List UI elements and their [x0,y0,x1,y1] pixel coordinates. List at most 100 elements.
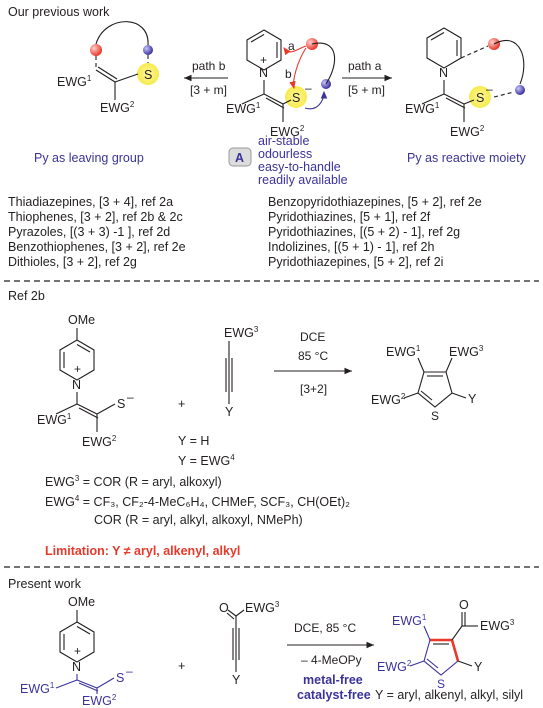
ewg3-thio: EWG3 [449,344,484,359]
path-b-marker: b [285,67,292,81]
pyridinium-ylide-structure: N + S – EWG1 EWG2 a b [226,29,336,139]
left-product-structure: EWG1 S EWG2 [57,21,159,115]
limitation-text: Limitation: Y ≠ aryl, alkenyl, alkyl [45,544,240,558]
right-list: Benzopyridothiazepines, [5 + 2], ref 2e … [268,195,482,269]
ewg3-ref: EWG3 [224,325,259,340]
present-cond-1: DCE, 85 °C [294,621,356,635]
ewg1-product: EWG1 [392,613,427,628]
path-a-marker: a [288,39,295,53]
y-product: Y [474,660,483,674]
reagent-prop-2: odourless [258,147,312,161]
ref2b-cond-2: 85 °C [298,349,328,363]
ewg1-right: EWG1 [405,101,440,116]
ewg2-ref: EWG2 [82,434,117,449]
ref2b-thiophene: EWG1 EWG3 EWG2 Y S [371,344,484,423]
left-caption: Py as leaving group [34,151,144,165]
present-scope: Y = aryl, alkenyl, alkyl, silyl [375,688,523,702]
present-feature-1: metal-free [303,673,363,687]
ome-label-present: OMe [68,595,95,609]
left-list: Thiadiazepines, [3 + 4], ref 2a Thiophen… [8,195,186,269]
section-title-present: Present work [8,577,82,591]
list-item: Benzopyridothiazepines, [5 + 2], ref 2e [268,195,482,209]
ref2b-cond-1: DCE [300,330,325,344]
ewg3-product: EWG3 [480,618,515,633]
list-item: Thiadiazepines, [3 + 4], ref 2a [8,195,173,209]
section-title-previous: Our previous work [8,5,110,19]
present-thiophene: O EWG3 EWG1 EWG2 Y S [377,598,515,691]
ref2b-ylide: OMe N + S – EWG1 EWG2 [37,313,134,449]
plus-sign-ref: + [178,397,185,411]
ewg1-ref: EWG1 [37,412,72,427]
sulfur-highlight-center [285,86,307,108]
oxygen-present: O [219,601,229,615]
positive-charge-present: + [74,644,81,658]
sulfur-atom-center: S [292,91,300,105]
path-a-condition: [5 + m] [348,83,385,97]
ewg1-present: EWG1 [20,681,55,696]
reagent-prop-3: easy-to-handle [258,160,341,174]
y-equals-ewg4: Y = EWG4 [178,453,235,468]
list-item: Pyridothiazines, [(5 + 2) - 1], ref 2g [268,225,460,239]
list-item: Pyrazoles, [(3 + 3) -1 ], ref 2d [8,225,170,239]
ewg4-definition-line2: COR (R = aryl, alkyl, alkoxyl, NMePh) [94,513,303,527]
ewg3-present: EWG3 [245,600,280,615]
ref2b-alkyne: EWG3 Y [224,325,259,419]
nitrogen-atom-right: N [439,66,448,80]
y-present: Y [232,673,241,687]
ref2b-cond-3: [3+2] [300,382,327,396]
sulfur-thio: S [431,409,439,423]
y-thio: Y [468,392,477,406]
sulfur-product: S [437,677,445,691]
reagent-prop-1: air-stable [258,134,309,148]
y-ref: Y [225,405,234,419]
ewg1-center: EWG1 [226,101,261,116]
right-product-structure: N S – EWG1 EWG2 [405,27,525,139]
list-item: Benzothiophenes, [3 + 2], ref 2e [8,240,186,254]
ewg2-product: EWG2 [377,659,412,674]
sulfur-highlight-right [469,86,491,108]
ewg2-label: EWG2 [100,100,135,115]
blue-ball-right-icon [515,85,525,95]
sulfur-atom-present: S [116,671,124,685]
ewg1-label: EWG1 [57,74,92,89]
ewg1-thio: EWG1 [386,344,421,359]
sulfur-atom-right: S [476,91,484,105]
sulfur-charge-present: – [126,664,133,678]
y-equals-h: Y = H [178,434,209,448]
list-item: Pyridothiazepines, [5 + 2], ref 2i [268,255,443,269]
nitrogen-atom-present: N [72,660,81,674]
right-caption: Py as reactive moiety [407,151,527,165]
blue-ball-icon [143,45,153,55]
ewg2-right: EWG2 [450,124,485,139]
present-ylide: OMe N + S – EWG1 EWG2 [20,595,133,708]
list-item: Indolizines, [(5 + 1) - 1], ref 2h [268,240,434,254]
ewg2-present: EWG2 [82,693,117,708]
positive-charge-ref: + [74,362,81,376]
path-b-condition: [3 + m] [190,83,227,97]
oxygen-product: O [459,598,469,612]
sulfur-charge-right: – [486,82,493,96]
sulfur-charge-ref: – [127,390,134,404]
plus-sign-present: + [178,659,185,673]
sulfur-atom-ref: S [117,397,125,411]
ewg2-center: EWG2 [270,124,305,139]
sulfur-highlight [137,63,159,85]
path-b-label: path b [192,59,226,73]
ome-label: OMe [68,313,95,327]
list-item: Dithioles, [3 + 2], ref 2g [8,255,137,269]
list-item: Pyridothiazines, [5 + 1], ref 2f [268,210,431,224]
ewg2-thio: EWG2 [371,392,406,407]
list-item: Thiophenes, [3 + 2], ref 2b & 2c [8,210,183,224]
red-ball-icon [90,44,102,56]
ewg4-definition: EWG4 = CF₃, CF₂-4-MeC₆H₄, CHMeF, SCF₃, C… [45,494,350,509]
present-ynone: O EWG3 Y [219,600,280,687]
sulfur-charge: – [305,81,312,95]
nitrogen-atom-ref: N [72,378,81,392]
positive-charge: + [260,53,267,67]
reagent-a-label: A [235,151,244,165]
section-title-ref2b: Ref 2b [8,289,45,303]
present-feature-2: catalyst-free [297,688,371,702]
nitrogen-atom: N [259,66,268,80]
sulfur-atom: S [144,68,152,82]
